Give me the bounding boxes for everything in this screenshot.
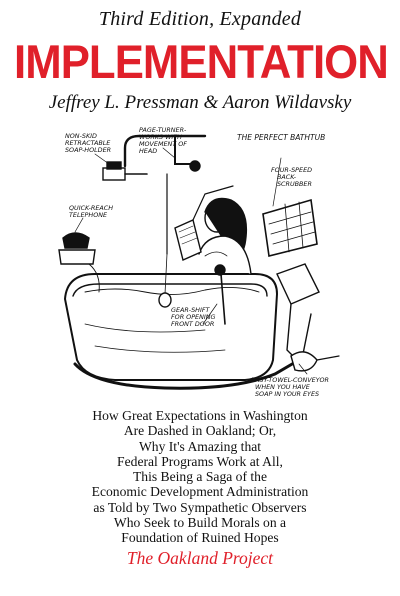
subtitle-line: as Told by Two Sympathetic Observers: [93, 499, 307, 515]
cartoon-labels: NON-SKID RETRACTABLE SOAP-HOLDER PAGE-TU…: [65, 126, 329, 398]
subtitle-line: Economic Development Administration: [91, 484, 309, 500]
subtitle-line: How Great Expectations in Washington: [92, 408, 308, 423]
label-gear-shift-2: FOR OPENING: [171, 313, 216, 321]
subtitle-line: Who Seek to Build Morals on a: [113, 515, 287, 531]
book-title: IMPLEMENTATION: [14, 35, 389, 88]
label-gear-shift-1: GEAR-SHIFT: [171, 306, 211, 314]
bathtub-cartoon: NON-SKID RETRACTABLE SOAP-HOLDER PAGE-TU…: [55, 124, 347, 406]
label-page-turner-2: WORKS WITH: [139, 133, 182, 141]
series-name: The Oakland Project: [126, 548, 274, 568]
subtitle-line: Why It's Amazing that: [138, 438, 262, 454]
label-page-turner-3: MOVEMENT OF: [139, 140, 187, 148]
label-soap-holder-3: SOAP-HOLDER: [65, 146, 111, 154]
subtitle-line: Foundation of Ruined Hopes: [121, 530, 279, 546]
label-soap-holder-2: RETRACTABLE: [65, 139, 111, 147]
subtitle-block: How Great Expectations in Washington Are…: [20, 408, 380, 546]
label-towel-1: EASY-TOWEL-CONVEYOR: [251, 376, 329, 384]
subtitle-line: Are Dashed in Oakland; Or,: [123, 423, 277, 439]
label-back-scrubber-3: SCRUBBER: [277, 180, 312, 188]
label-telephone-1: QUICK-REACH: [69, 204, 113, 212]
label-telephone-2: TELEPHONE: [69, 211, 108, 219]
label-perfect-bathtub: THE PERFECT BATHTUB: [237, 133, 325, 142]
authors: Jeffrey L. Pressman & Aaron Wildavsky: [48, 92, 352, 113]
label-back-scrubber-1: FOUR-SPEED: [271, 166, 312, 174]
label-back-scrubber-2: BACK-: [277, 173, 297, 181]
label-page-turner-1: PAGE-TURNER-: [139, 126, 187, 134]
label-soap-holder-1: NON-SKID: [65, 132, 97, 140]
bathtub-cartoon-svg: NON-SKID RETRACTABLE SOAP-HOLDER PAGE-TU…: [58, 126, 340, 398]
label-page-turner-4: HEAD: [139, 147, 157, 155]
label-gear-shift-3: FRONT DOOR: [171, 320, 214, 328]
subtitle-line: This Being a Saga of the: [132, 469, 268, 485]
label-towel-2: WHEN YOU HAVE: [255, 383, 311, 391]
subtitle-line: Federal Programs Work at All,: [117, 453, 283, 469]
edition-label: Third Edition, Expanded: [98, 8, 302, 30]
label-towel-3: SOAP IN YOUR EYES: [255, 390, 319, 398]
